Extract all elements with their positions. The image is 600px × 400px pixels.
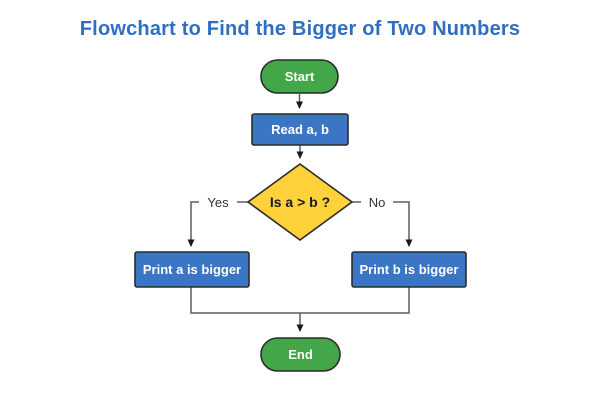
print-b-node-shape bbox=[351, 251, 467, 288]
print-a-node-shape bbox=[134, 251, 250, 288]
start-node-shape bbox=[260, 59, 339, 94]
end-node-shape bbox=[260, 337, 341, 372]
yes-branch-label: Yes bbox=[199, 193, 237, 211]
read-node-label: Read a, b bbox=[271, 122, 329, 137]
page-title: Flowchart to Find the Bigger of Two Numb… bbox=[79, 18, 521, 40]
end-node-label: End bbox=[288, 347, 313, 362]
decision-diamond-shape bbox=[246, 163, 354, 241]
print-a-node-label: Print a is bigger bbox=[142, 262, 242, 277]
decision-node-label: Is a > b ? bbox=[269, 194, 331, 210]
print-b-node-label: Print b is bigger bbox=[359, 262, 459, 277]
start-node-label: Start bbox=[284, 69, 315, 84]
edge-merge bbox=[190, 287, 410, 314]
no-branch-label: No bbox=[361, 193, 393, 211]
read-node-shape bbox=[251, 113, 349, 146]
